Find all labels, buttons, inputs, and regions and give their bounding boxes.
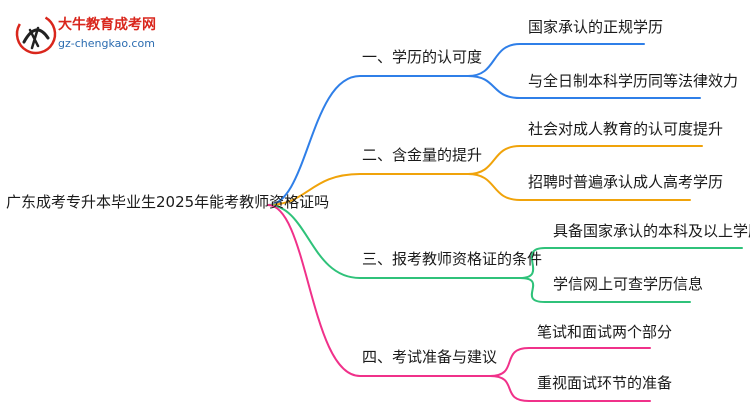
leaf-topic-2-1[interactable]: 社会对成人教育的认可度提升 <box>528 120 724 138</box>
leaf-topic-3-1[interactable]: 具备国家承认的本科及以上学历 <box>553 222 750 240</box>
leaf-connector-4-1 <box>489 347 651 377</box>
leaf-topic-1-1[interactable]: 国家承认的正规学历 <box>528 18 664 36</box>
branch-topic-1[interactable]: 一、学历的认可度 <box>362 48 483 66</box>
logo-title: 大牛教育成考网 <box>58 17 156 33</box>
branch-topic-4[interactable]: 四、考试准备与建议 <box>362 348 498 366</box>
branch-topic-2[interactable]: 二、含金量的提升 <box>362 146 483 164</box>
branch-connector-3 <box>267 204 521 279</box>
root-topic[interactable]: 广东成考专升本毕业生2025年能考教师资格证吗 <box>6 193 330 211</box>
leaf-connector-3-2 <box>519 277 691 303</box>
branch-connector-4 <box>267 204 491 377</box>
leaf-topic-2-2[interactable]: 招聘时普遍承认成人高考学历 <box>528 173 724 191</box>
leaf-connector-1-1 <box>467 43 645 77</box>
leaf-topic-3-2[interactable]: 学信网上可查学历信息 <box>553 275 704 293</box>
logo-url: gz-chengkao.com <box>58 37 155 50</box>
logo-mark-icon <box>15 13 57 55</box>
leaf-topic-4-2[interactable]: 重视面试环节的准备 <box>537 374 673 392</box>
branch-connector-1 <box>267 75 469 206</box>
leaf-connector-2-2 <box>467 173 691 201</box>
branch-topic-3[interactable]: 三、报考教师资格证的条件 <box>362 250 543 268</box>
leaf-connector-1-2 <box>467 75 701 99</box>
branch-connector-2 <box>267 173 469 206</box>
leaf-topic-1-2[interactable]: 与全日制本科学历同等法律效力 <box>528 72 739 90</box>
leaf-connector-2-1 <box>467 145 703 175</box>
leaf-connector-4-2 <box>489 375 651 402</box>
site-logo[interactable]: 大牛教育成考网 gz-chengkao.com <box>14 12 174 56</box>
leaf-connector-3-1 <box>519 247 743 279</box>
leaf-topic-4-1[interactable]: 笔试和面试两个部分 <box>537 323 673 341</box>
